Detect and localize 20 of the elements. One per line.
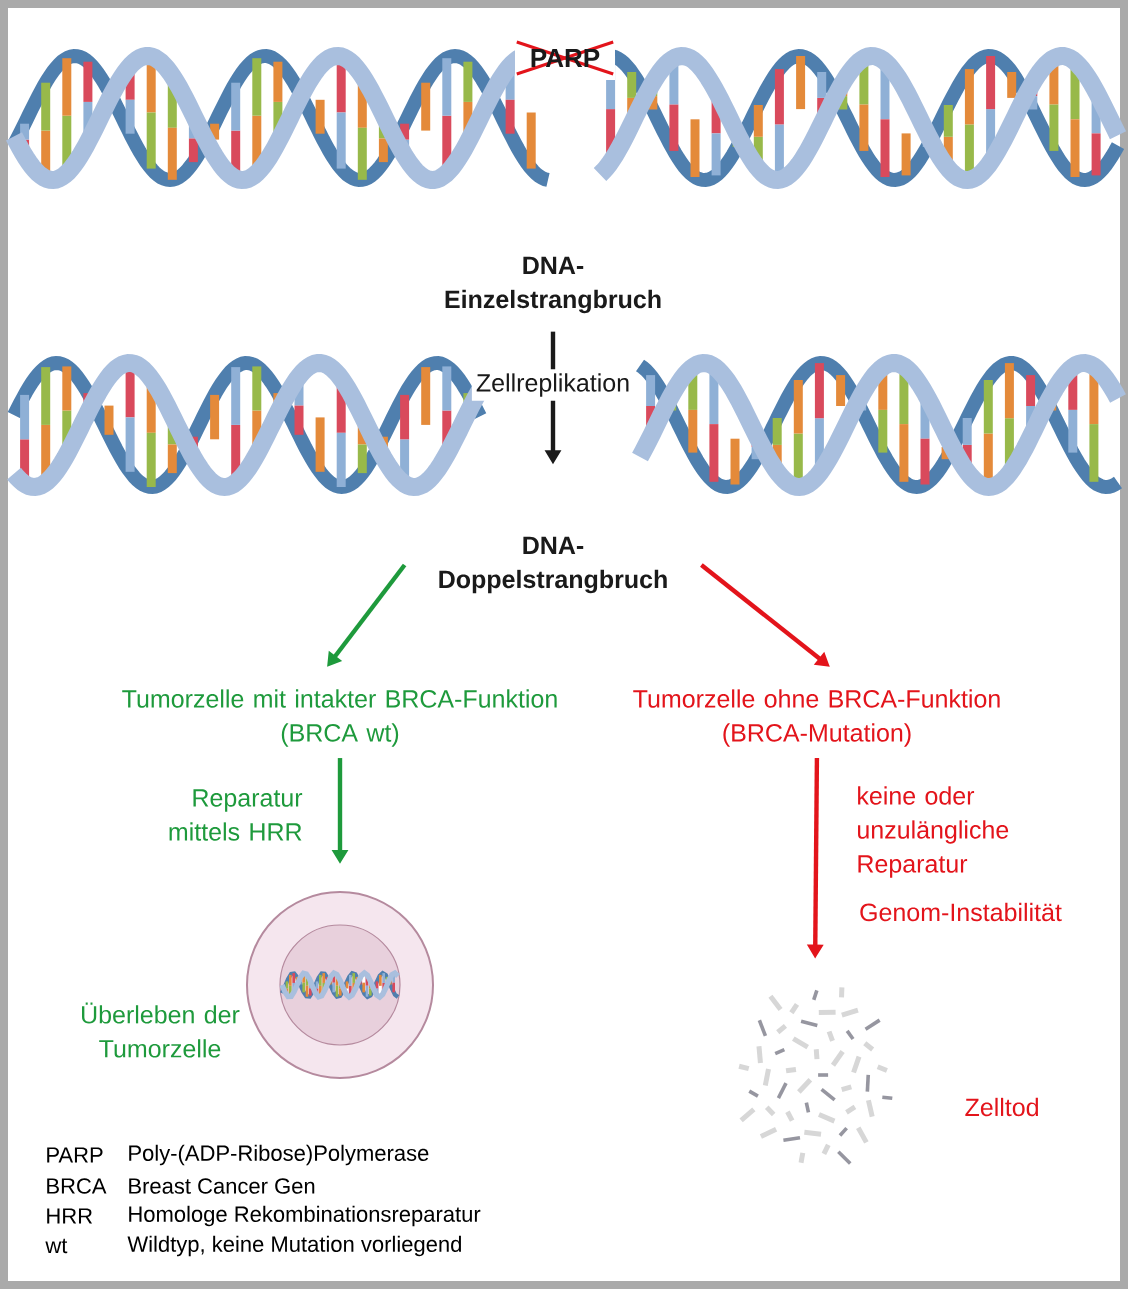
abbreviation: HRR: [47, 1208, 93, 1224]
cell-debris-drawing: [738, 987, 893, 1165]
node-text: DNA-Einzelstrangbruch: [445, 256, 661, 314]
abbreviation: wt: [45, 1238, 68, 1254]
node-text: Tumorzelle ohne BRCA-Funktion (BRCA-Mutation): [633, 689, 1000, 747]
note-text: Genom-Instabilität: [860, 902, 1062, 922]
edge-label: keine oder unzulängliche Reparatur: [852, 782, 1041, 882]
abbreviation: PARP: [47, 1147, 103, 1163]
node-label: Zelltod: [965, 1097, 1038, 1117]
node-text: Tumorzelle mit intakter BRCA-Funktion (BRCA wt): [122, 689, 557, 747]
abbreviation-definition: Wildtyp, keine Mutation vorliegend: [127, 1235, 461, 1257]
node-label: Überleben der Tumorzelle: [82, 1002, 240, 1058]
abbreviation-definition: Poly-(ADP-Ribose)Polymerase: [129, 1144, 429, 1166]
abbreviation-definition: Homologe Rekombinationsreparatur: [129, 1205, 481, 1227]
cell-drawing: [246, 891, 434, 1079]
abbreviation: BRCA: [47, 1178, 107, 1194]
node-text: DNA-Doppelstrangbruch: [439, 536, 667, 594]
edge-label: Reparatur mittels HRR: [148, 785, 307, 845]
edge-label: Zellreplikation: [471, 369, 635, 401]
abbreviation-definition: Breast Cancer Gen: [129, 1178, 315, 1194]
